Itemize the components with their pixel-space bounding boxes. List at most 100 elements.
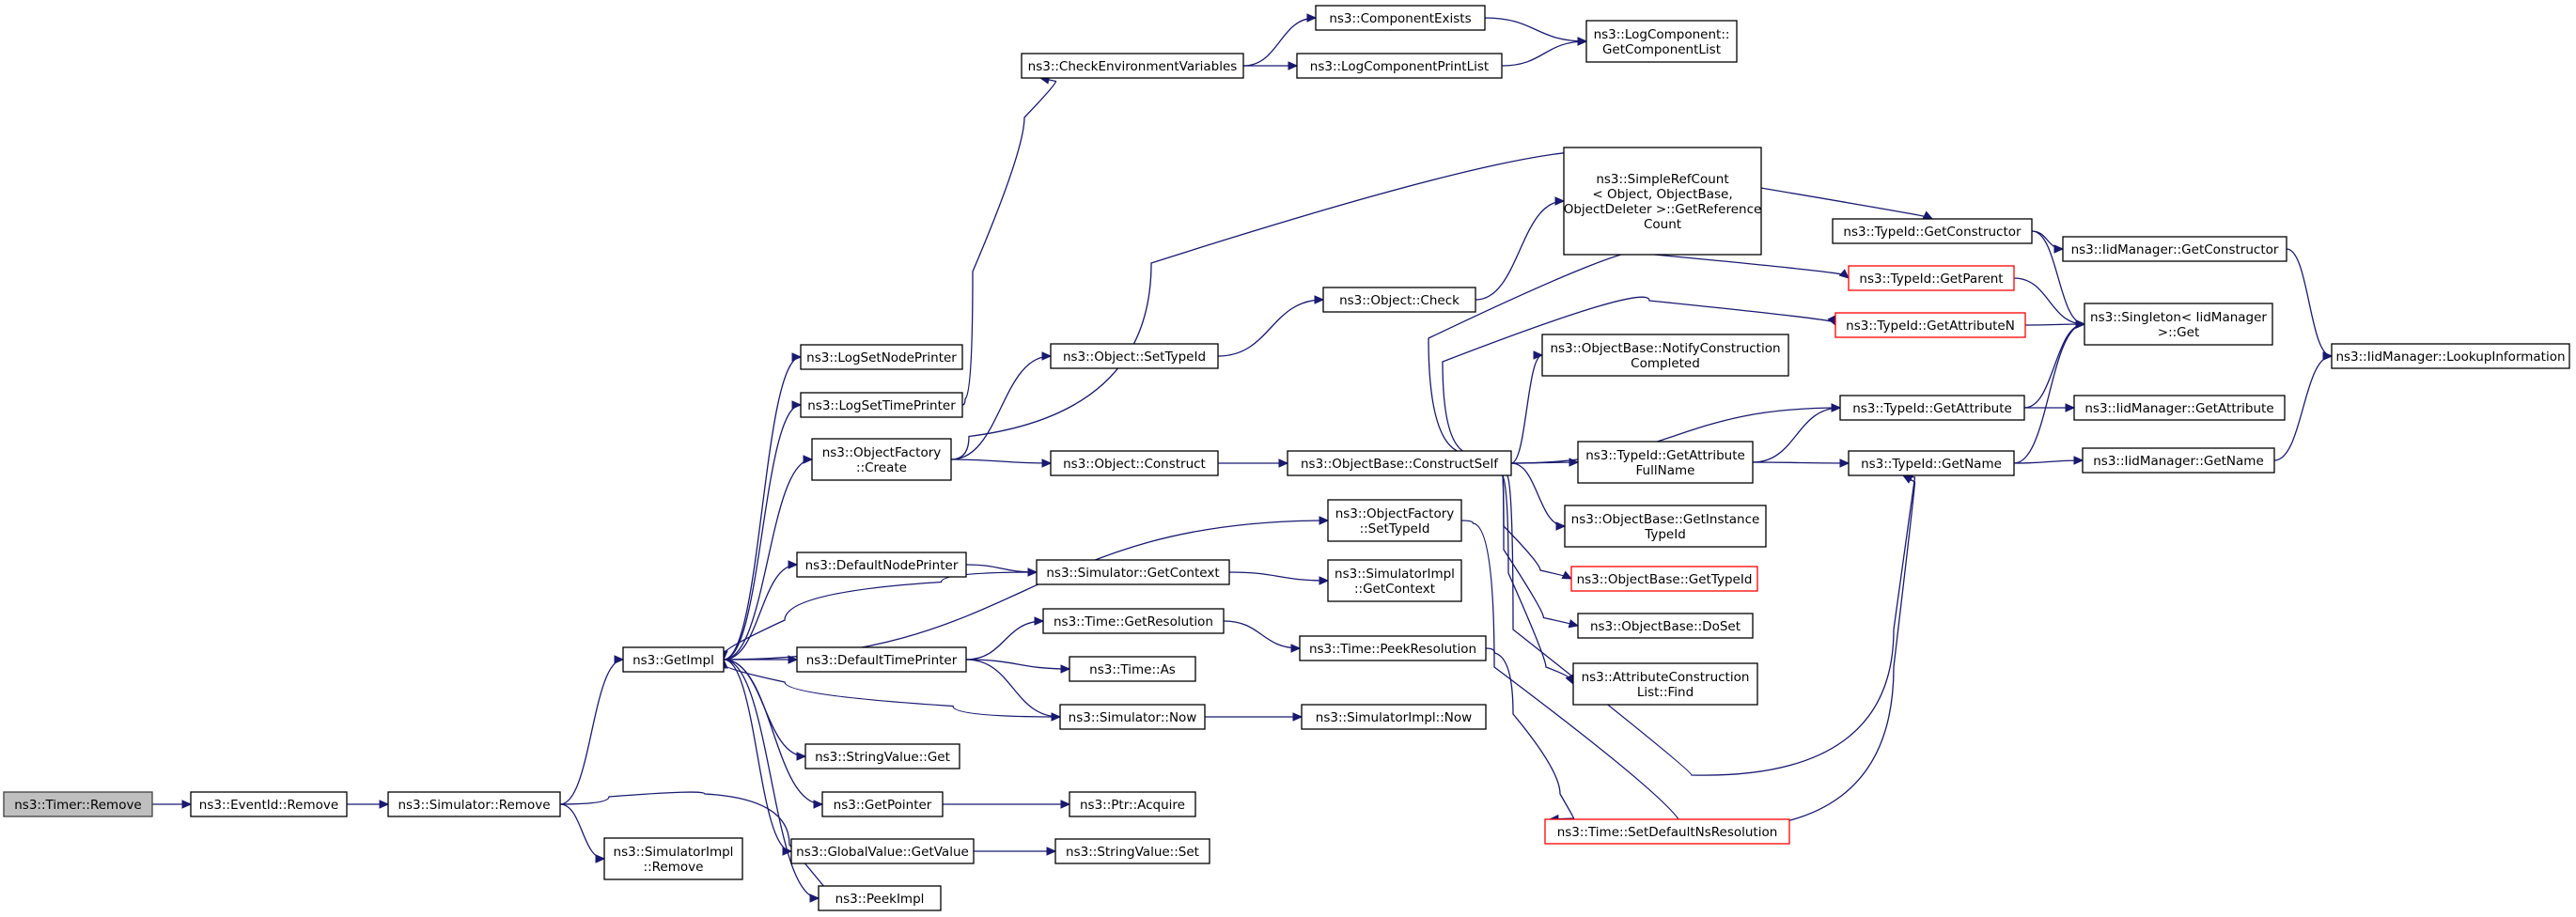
node-simplerefcount[interactable]: ns3::SimpleRefCount< Object, ObjectBase,…	[1563, 147, 1762, 256]
node-getpointer[interactable]: ns3::GetPointer	[821, 791, 944, 817]
edge-arrowhead	[1060, 800, 1071, 809]
node-defnodeprinter[interactable]: ns3::DefaultNodePrinter	[796, 552, 967, 578]
node-of-create[interactable]: ns3::ObjectFactory::Create	[811, 438, 952, 481]
node-globalvalue-getvalue[interactable]: ns3::GlobalValue::GetValue	[790, 838, 975, 864]
node-label: >::Get	[2158, 325, 2199, 340]
node-box	[2082, 447, 2275, 474]
edge-arrowhead	[1577, 37, 1588, 46]
node-compexists[interactable]: ns3::ComponentExists	[1315, 5, 1486, 31]
node-label: ns3::ObjectBase::GetTypeId	[1577, 572, 1753, 587]
node-box	[1544, 818, 1790, 845]
node-typeid-getattribute[interactable]: ns3::TypeId::GetAttribute	[1839, 395, 2025, 421]
node-obj-construct[interactable]: ns3::Object::Construct	[1050, 450, 1219, 476]
node-typeid-getconstructor[interactable]: ns3::TypeId::GetConstructor	[1832, 218, 2033, 244]
node-label: ns3::TypeId::GetConstructor	[1843, 225, 2022, 240]
edge-sim-remove-to-simimpl-remove	[559, 803, 605, 860]
edge-obj-check-to-simplerefcount	[1475, 200, 1565, 301]
node-objbase-doset[interactable]: ns3::ObjectBase::DoSet	[1577, 613, 1754, 639]
node-stringvalue-get[interactable]: ns3::StringValue::Get	[804, 743, 960, 769]
edge-sim-getcontext-to-getimpl	[723, 571, 1038, 660]
edge-arrowhead	[1827, 315, 1836, 327]
edge-arrowhead	[788, 655, 799, 664]
edge-objbase-constructself-to-objbase-notify	[1510, 354, 1543, 464]
node-iidmgr-lookupinfo[interactable]: ns3::IidManager::LookupInformation	[2331, 343, 2570, 369]
node-typeid-getattributen[interactable]: ns3::TypeId::GetAttributeN	[1834, 312, 2026, 338]
edge-checkenv-to-compexists	[1242, 17, 1317, 67]
node-simimpl-now[interactable]: ns3::SimulatorImpl::Now	[1301, 704, 1487, 730]
node-time-peekres[interactable]: ns3::Time::PeekResolution	[1299, 635, 1487, 661]
edge-compexists-to-logcomp-getlist	[1484, 17, 1587, 42]
node-eventid-remove[interactable]: ns3::EventId::Remove	[190, 791, 348, 817]
node-peekimpl[interactable]: ns3::PeekImpl	[818, 885, 942, 911]
node-objbase-constructself[interactable]: ns3::ObjectBase::ConstructSelf	[1287, 450, 1512, 476]
node-obj-settypeid[interactable]: ns3::Object::SetTypeId	[1050, 343, 1219, 369]
node-iidmgr-getattribute[interactable]: ns3::IidManager::GetAttribute	[2073, 395, 2286, 421]
node-label: ns3::StringValue::Set	[1066, 845, 1199, 860]
node-sim-getcontext[interactable]: ns3::Simulator::GetContext	[1036, 559, 1230, 585]
node-sim-remove[interactable]: ns3::Simulator::Remove	[387, 791, 561, 817]
edge-arrowhead	[1319, 576, 1330, 585]
node-iidmgr-getname[interactable]: ns3::IidManager::GetName	[2082, 447, 2275, 474]
node-box	[800, 392, 963, 418]
node-getimpl[interactable]: ns3::GetImpl	[622, 646, 725, 673]
node-box	[1059, 704, 1206, 730]
node-label: ns3::TypeId::GetAttribute	[1585, 448, 1745, 463]
edge-arrowhead	[1569, 458, 1580, 467]
node-label: ns3::GetImpl	[632, 653, 714, 668]
node-logtimeprinter[interactable]: ns3::LogSetTimePrinter	[800, 392, 963, 418]
node-deftimeprinter[interactable]: ns3::DefaultTimePrinter	[796, 646, 967, 673]
node-logcompprintlist[interactable]: ns3::LogComponentPrintList	[1296, 53, 1503, 79]
node-timer-remove[interactable]: ns3::Timer::Remove	[3, 791, 153, 817]
node-label: ns3::LogSetTimePrinter	[807, 398, 956, 413]
edge-arrowhead	[2053, 244, 2065, 254]
node-objbase-notify[interactable]: ns3::ObjectBase::NotifyConstructionCompl…	[1541, 334, 1789, 377]
node-sim-now[interactable]: ns3::Simulator::Now	[1059, 704, 1206, 730]
node-lognodeprinter[interactable]: ns3::LogSetNodePrinter	[800, 344, 963, 370]
node-label: ns3::IidManager::GetConstructor	[2071, 242, 2279, 257]
node-box	[1577, 441, 1754, 484]
node-label: ns3::SimulatorImpl	[614, 845, 734, 860]
node-time-setdefaultnsres[interactable]: ns3::Time::SetDefaultNsResolution	[1544, 818, 1790, 845]
node-simimpl-getcontext[interactable]: ns3::SimulatorImpl::GetContext	[1327, 559, 1462, 602]
node-typeid-getparent[interactable]: ns3::TypeId::GetParent	[1848, 265, 2015, 291]
node-of-settypeid[interactable]: ns3::ObjectFactory::SetTypeId	[1327, 499, 1462, 542]
node-box	[1050, 343, 1219, 369]
node-label: ObjectDeleter >::GetReference	[1564, 202, 1762, 217]
node-time-as[interactable]: ns3::Time::As	[1069, 656, 1196, 682]
node-box	[821, 791, 944, 817]
node-box	[1848, 450, 2015, 476]
edge-getimpl-to-defnodeprinter	[723, 564, 798, 661]
node-singleton-get[interactable]: ns3::Singleton< IidManager>::Get	[2084, 303, 2273, 346]
node-label: ns3::Object::SetTypeId	[1063, 350, 1206, 365]
node-logcomp-getlist[interactable]: ns3::LogComponent::GetComponentList	[1585, 20, 1738, 63]
node-label: Completed	[1631, 356, 1700, 371]
edge-sim-remove-to-getimpl	[559, 659, 624, 805]
node-iidmgr-getconstructor[interactable]: ns3::IidManager::GetConstructor	[2062, 236, 2287, 262]
node-label: ns3::SimpleRefCount	[1596, 172, 1728, 187]
node-box	[3, 791, 153, 817]
node-label: ns3::AttributeConstruction	[1582, 670, 1750, 685]
node-box	[1839, 395, 2025, 421]
node-label: ns3::IidManager::GetName	[2093, 454, 2264, 469]
node-simimpl-remove[interactable]: ns3::SimulatorImpl::Remove	[603, 837, 743, 880]
node-typeid-getname[interactable]: ns3::TypeId::GetName	[1848, 450, 2015, 476]
node-obj-check[interactable]: ns3::Object::Check	[1322, 287, 1476, 313]
edge-getimpl-to-of-create	[723, 458, 813, 661]
node-time-getres[interactable]: ns3::Time::GetResolution	[1042, 608, 1225, 634]
node-box	[2073, 395, 2286, 421]
node-stringvalue-set[interactable]: ns3::StringValue::Set	[1054, 838, 1210, 864]
node-label: GetComponentList	[1602, 42, 1721, 57]
edge-typeid-getname-to-singleton-get	[2013, 323, 2085, 464]
edge-arrowhead	[1319, 516, 1330, 525]
node-box	[1541, 334, 1789, 377]
edge-arrowhead	[791, 352, 803, 362]
node-box	[811, 438, 952, 481]
node-ptr-acquire[interactable]: ns3::Ptr::Acquire	[1069, 791, 1196, 817]
node-checkenv[interactable]: ns3::CheckEnvironmentVariables	[1021, 53, 1244, 79]
edge-arrowhead	[1838, 269, 1850, 279]
node-objbase-gettypeid[interactable]: ns3::ObjectBase::GetTypeId	[1570, 566, 1758, 592]
node-label: ::Remove	[644, 860, 704, 875]
